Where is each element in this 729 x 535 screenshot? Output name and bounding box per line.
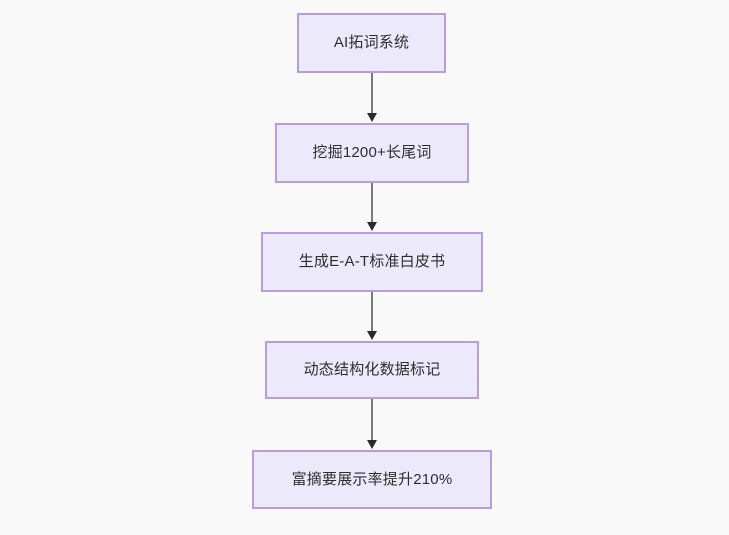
arrow-head-icon [366, 113, 377, 122]
arrow-head-icon [366, 222, 377, 231]
flow-node-mine-longtail-keywords[interactable]: 挖掘1200+长尾词 [275, 123, 469, 183]
edge-line [371, 292, 373, 332]
edge-line [371, 73, 373, 114]
flow-node-ai-keyword-system[interactable]: AI拓词系统 [297, 13, 446, 73]
flow-node-generate-eat-whitepaper[interactable]: 生成E-A-T标准白皮书 [261, 232, 483, 292]
flow-node-label: AI拓词系统 [333, 34, 410, 52]
arrow-head-icon [366, 440, 377, 449]
flow-node-dynamic-structured-data-markup[interactable]: 动态结构化数据标记 [265, 341, 479, 399]
flow-node-rich-snippet-rate-increase[interactable]: 富摘要展示率提升210% [252, 450, 492, 509]
flow-node-label: 动态结构化数据标记 [303, 361, 441, 379]
edge-line [371, 399, 373, 441]
flow-node-label: 生成E-A-T标准白皮书 [298, 253, 446, 271]
edge-line [371, 183, 373, 223]
flow-node-label: 富摘要展示率提升210% [291, 470, 453, 488]
arrow-head-icon [366, 331, 377, 340]
flow-node-label: 挖掘1200+长尾词 [312, 144, 432, 162]
